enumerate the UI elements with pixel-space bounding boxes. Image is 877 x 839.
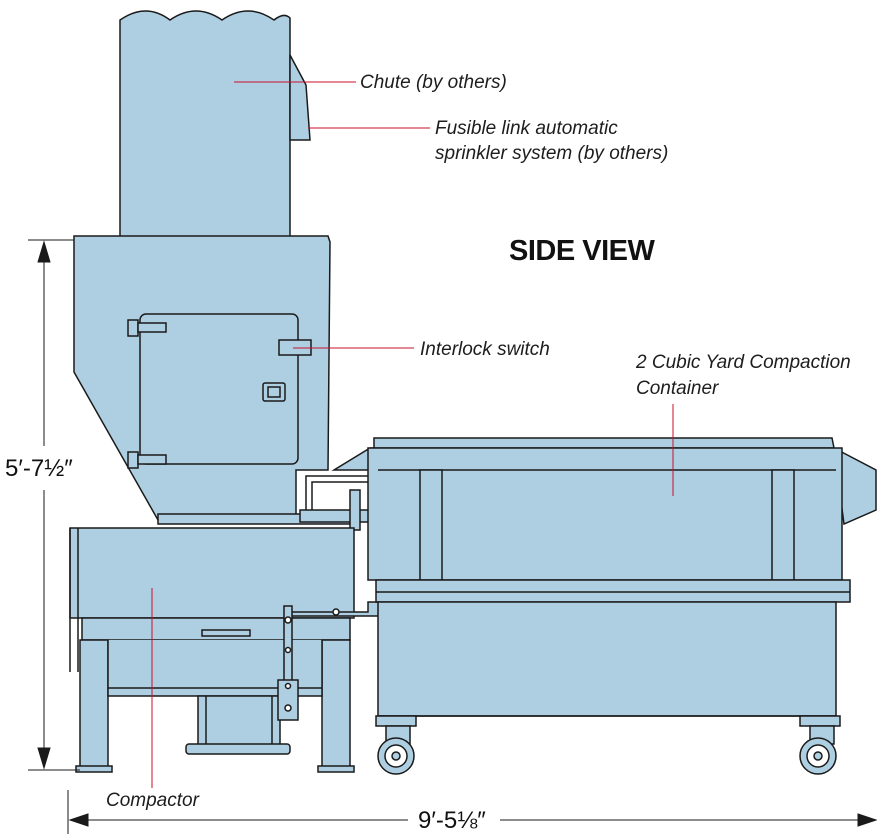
chute-body <box>119 10 291 239</box>
dimension-width-label: 9′-5⅛″ <box>418 807 486 834</box>
sprinkler-housing <box>289 54 311 141</box>
arrow-right <box>857 813 877 827</box>
compactor-body <box>69 527 355 619</box>
dimension-width <box>67 790 877 834</box>
caster-right <box>799 725 837 775</box>
container-belt <box>375 579 851 603</box>
label-sprinkler-line1: Fusible link automatic <box>435 118 618 139</box>
container-rib-right <box>771 469 795 581</box>
arrow-up <box>37 240 51 263</box>
label-container-line2: Container <box>636 378 719 399</box>
leader-lines <box>151 81 674 788</box>
label-interlock: Interlock switch <box>420 339 550 360</box>
compactor-leg-left <box>79 639 109 769</box>
access-door <box>139 313 299 465</box>
dimension-height-label: 5′-7½″ <box>5 455 73 482</box>
door-handle <box>262 382 286 402</box>
compactor-leg-right <box>321 639 351 769</box>
hopper <box>73 235 351 525</box>
latch-mechanism <box>277 601 381 721</box>
motor-pedestal <box>197 695 281 747</box>
ram-slot <box>201 629 251 637</box>
arrow-left <box>68 813 89 827</box>
label-compactor: Compactor <box>106 790 200 811</box>
container-rib-left <box>419 469 443 581</box>
compactor <box>69 527 355 773</box>
container-lid <box>373 437 835 449</box>
door-hinges <box>127 319 167 469</box>
container-connector <box>299 475 381 531</box>
label-container-line1: 2 Cubic Yard Compaction <box>635 352 851 373</box>
arrow-down <box>37 747 51 770</box>
label-chute: Chute (by others) <box>360 72 507 93</box>
label-sprinkler-line2: sprinkler system (by others) <box>435 143 668 164</box>
diagram-title: SIDE VIEW <box>509 235 655 267</box>
dimension-height <box>28 239 80 771</box>
container-lower-body <box>377 601 837 717</box>
caster-left <box>377 725 415 775</box>
chute <box>119 10 311 239</box>
compaction-container <box>331 437 877 727</box>
